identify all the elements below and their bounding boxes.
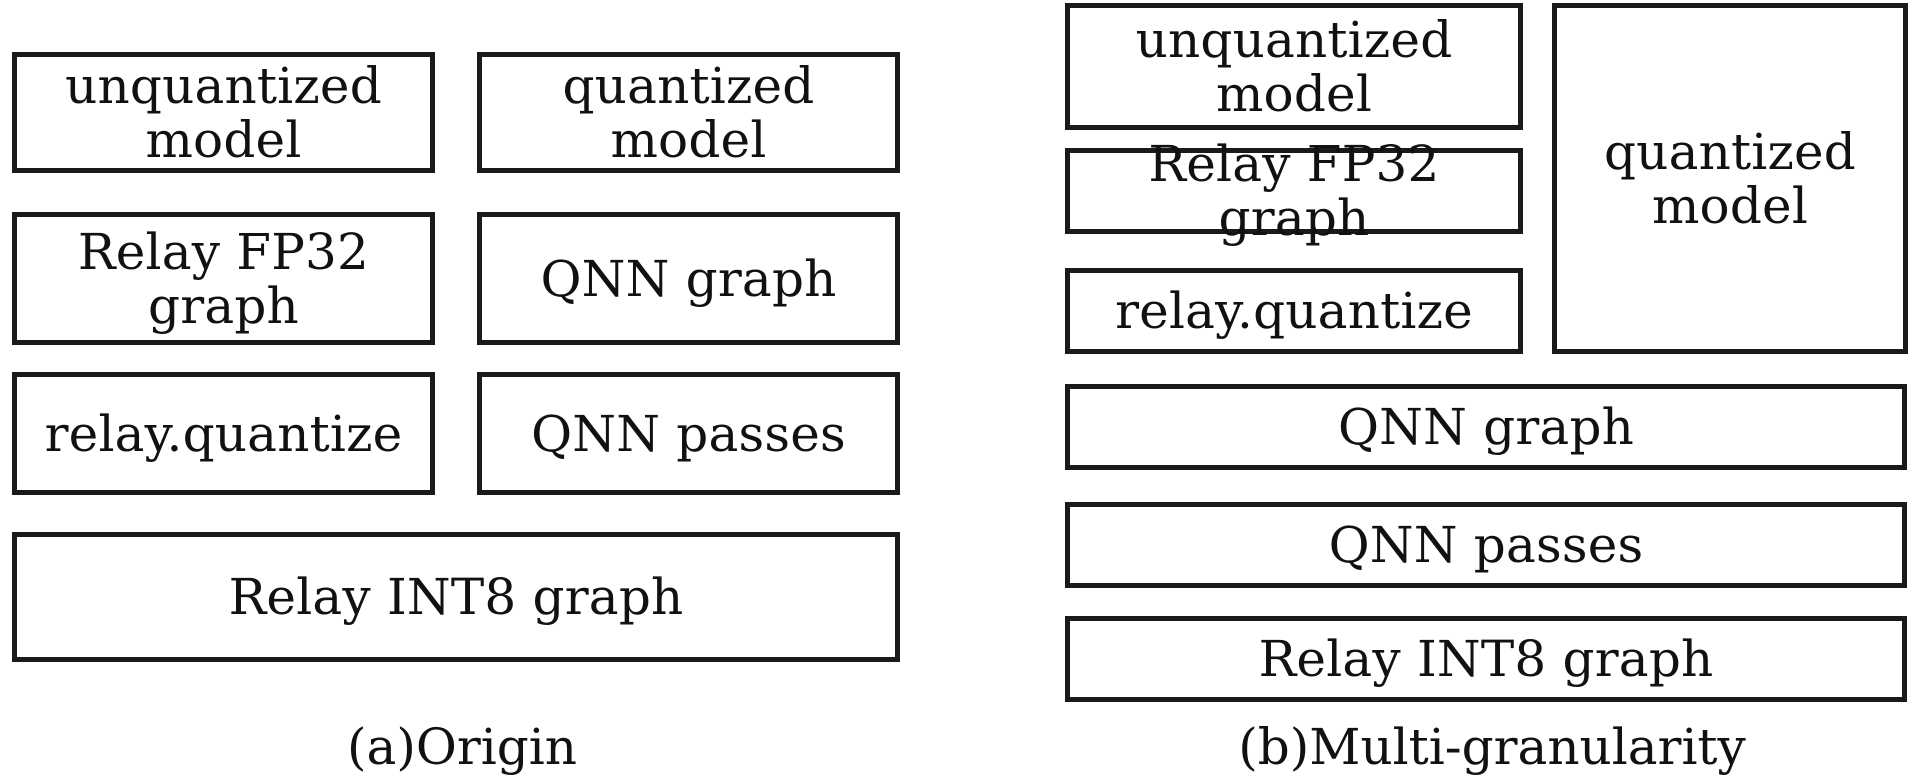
multi-qnn-passes-box: QNN passes: [1065, 502, 1907, 588]
origin-quantized-model-label: quantized model: [562, 56, 815, 169]
origin-relay-int8-graph-label: Relay INT8 graph: [228, 568, 684, 626]
multi-granularity-caption: (b)Multi-granularity: [1238, 718, 1746, 776]
multi-qnn-graph-box: QNN graph: [1065, 384, 1907, 470]
origin-relay-fp32-graph-label: Relay FP32 graph: [77, 222, 370, 335]
origin-quantized-model-box: quantized model: [477, 52, 900, 173]
origin-relay-int8-graph-box: Relay INT8 graph: [12, 532, 900, 662]
origin-qnn-passes-label: QNN passes: [531, 404, 846, 463]
origin-relay-fp32-graph-box: Relay FP32 graph: [12, 212, 435, 345]
multi-relay-fp32-graph-label: Relay FP32 graph: [1148, 135, 1440, 247]
multi-unquantized-model-label: unquantized model: [1135, 10, 1453, 123]
multi-relay-quantize-label: relay.quantize: [1115, 282, 1473, 340]
origin-relay-quantize-box: relay.quantize: [12, 372, 435, 495]
origin-qnn-passes-box: QNN passes: [477, 372, 900, 495]
origin-qnn-graph-label: QNN graph: [540, 249, 837, 308]
origin-relay-quantize-label: relay.quantize: [44, 404, 403, 463]
origin-unquantized-model-label: unquantized model: [65, 56, 382, 169]
origin-qnn-graph-box: QNN graph: [477, 212, 900, 345]
multi-qnn-passes-label: QNN passes: [1328, 516, 1644, 574]
multi-relay-quantize-box: relay.quantize: [1065, 268, 1523, 354]
origin-caption: (a)Origin: [347, 718, 577, 776]
multi-quantized-model-label: quantized model: [1603, 122, 1857, 235]
multi-unquantized-model-box: unquantized model: [1065, 3, 1523, 130]
multi-relay-fp32-graph-box: Relay FP32 graph: [1065, 137, 1523, 245]
origin-unquantized-model-box: unquantized model: [12, 52, 435, 173]
multi-qnn-graph-label: QNN graph: [1337, 398, 1635, 456]
multi-relay-int8-graph-label: Relay INT8 graph: [1258, 630, 1714, 688]
multi-quantized-model-box: quantized model: [1552, 3, 1908, 354]
multi-relay-int8-graph-box: Relay INT8 graph: [1065, 616, 1907, 702]
